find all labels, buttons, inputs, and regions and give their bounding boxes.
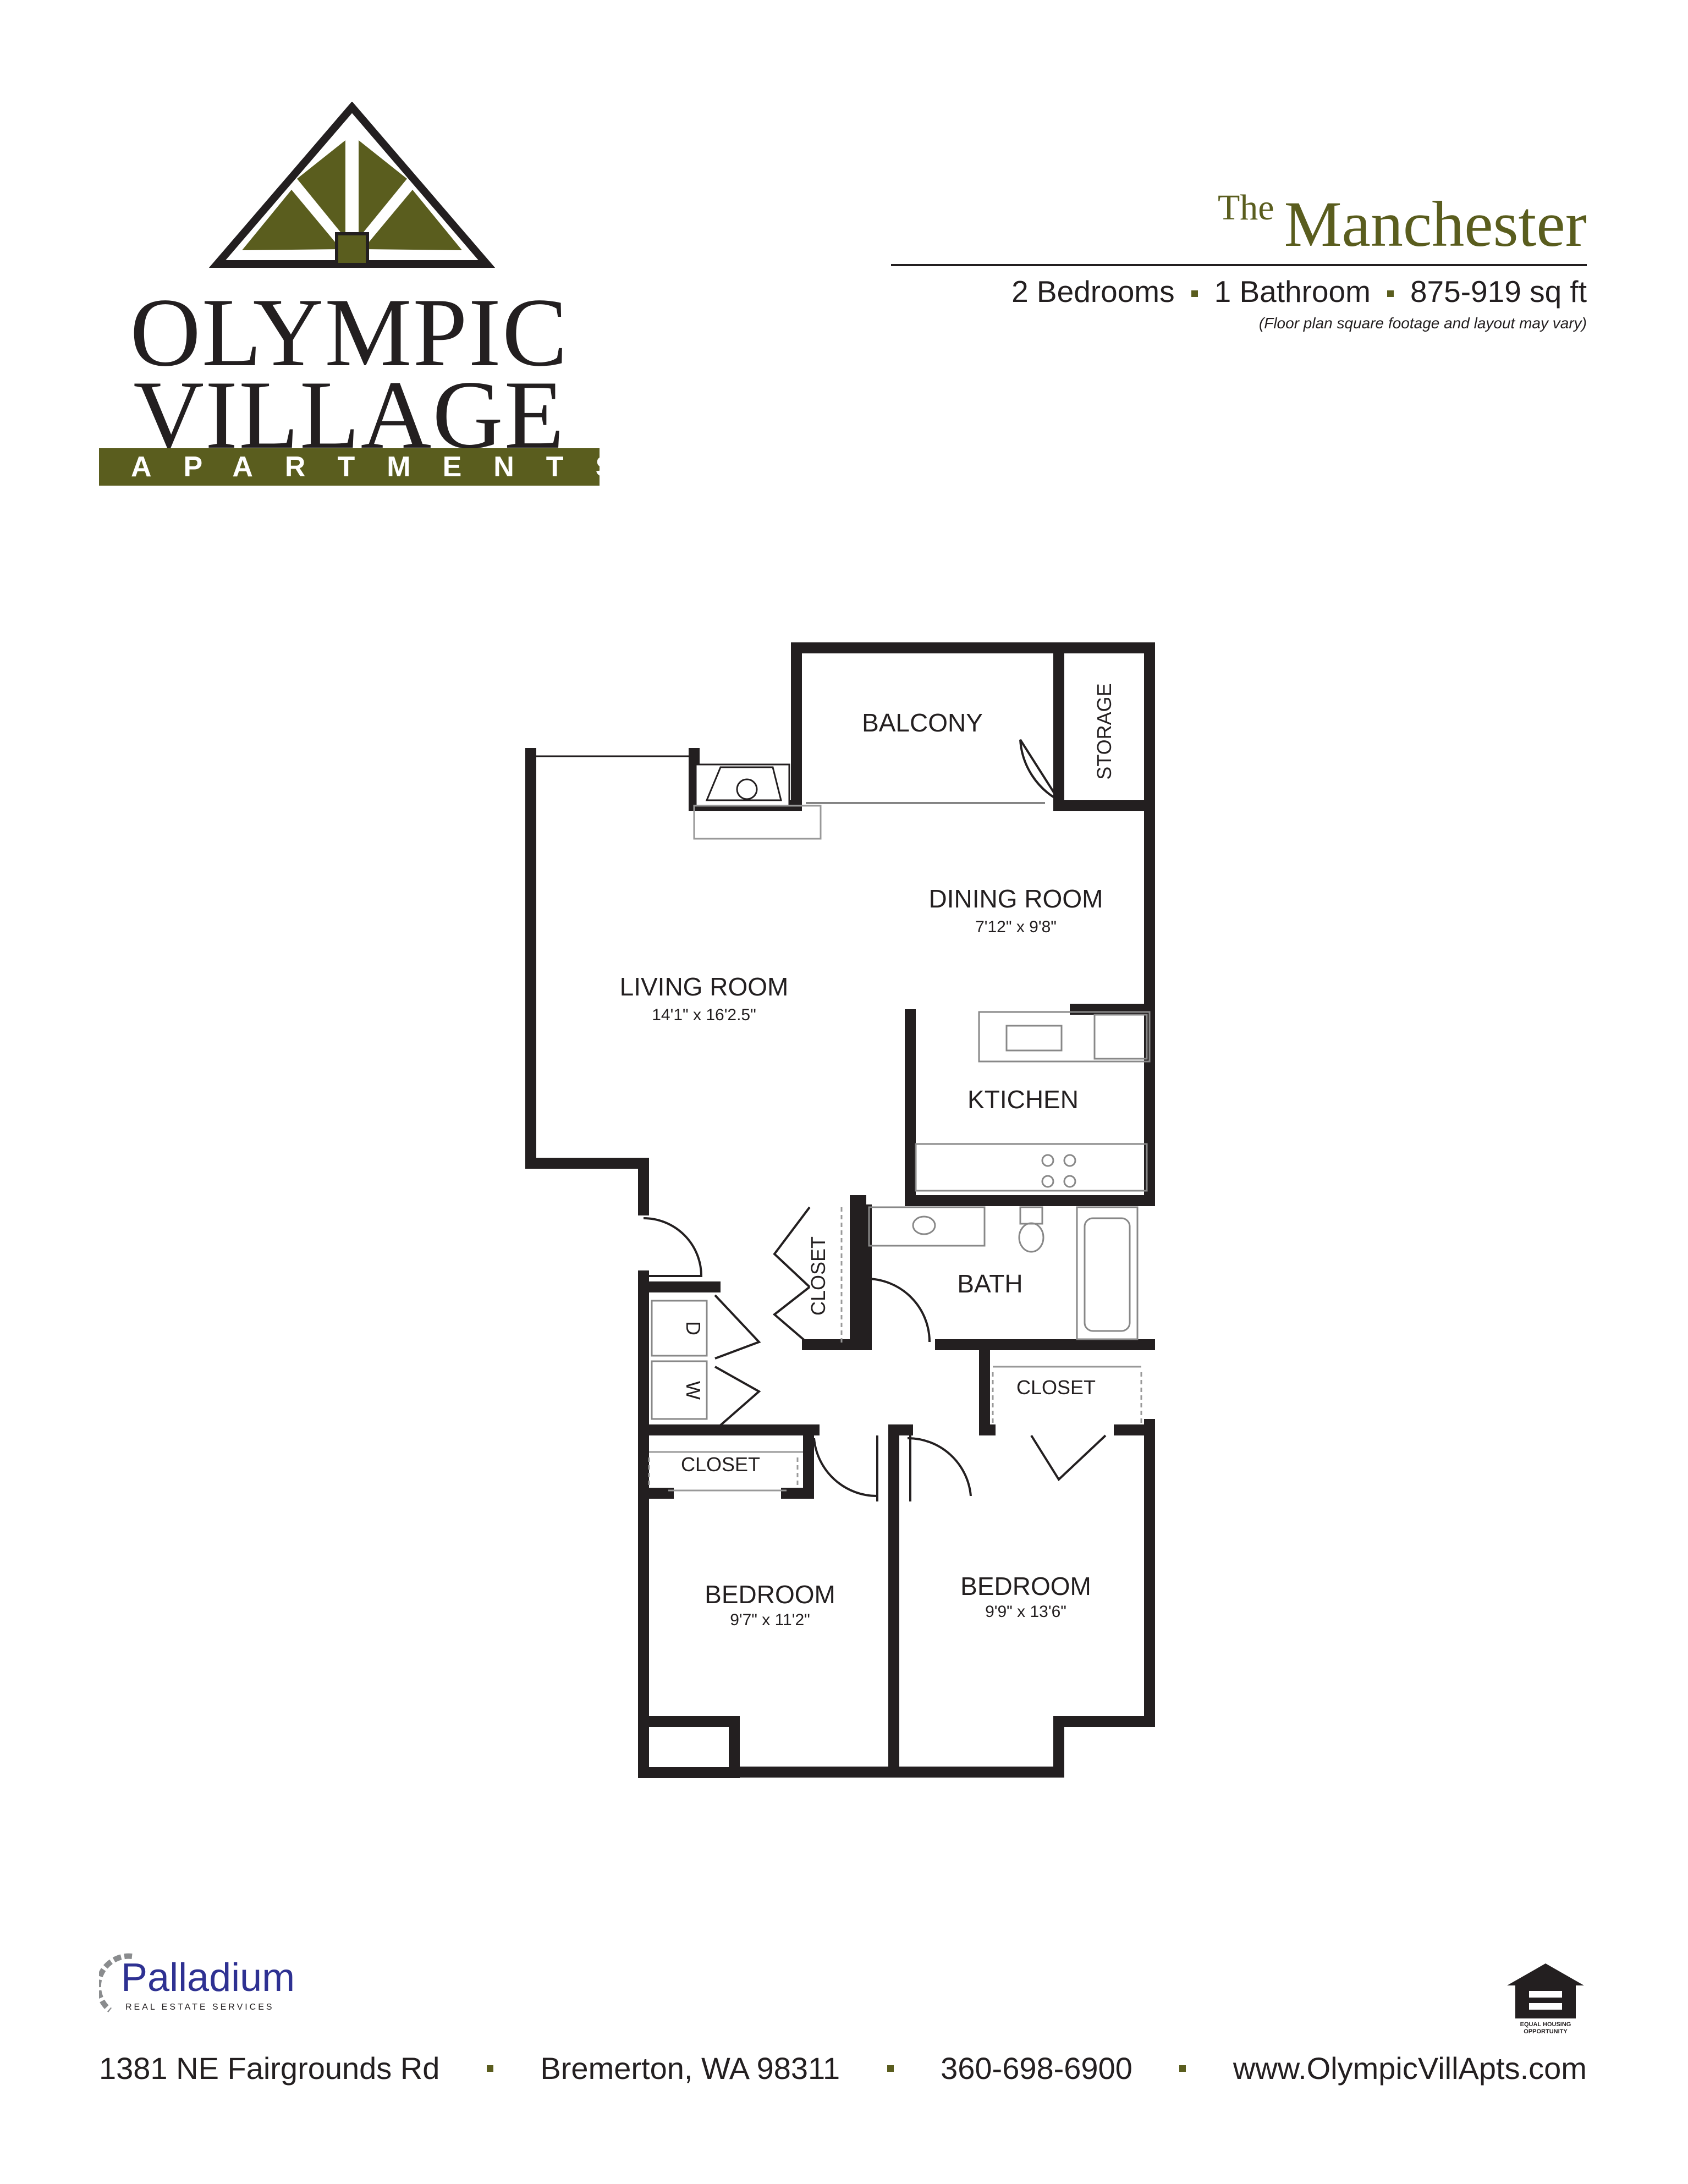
spec-area: 875-919 sq ft [1410, 274, 1587, 309]
dims-bedroom1: 9'7" x 11'2" [730, 1611, 810, 1629]
dims-living-room: 14'1" x 16'2.5" [652, 1006, 756, 1024]
olympic-village-logo: OLYMPIC VILLAGE APARTMENTS [99, 102, 614, 487]
label-bedroom1: BEDROOM [705, 1580, 835, 1609]
bullet-separator [887, 2065, 894, 2072]
exterior-wall [638, 1270, 740, 1778]
label-bedroom2-closet: CLOSET [1016, 1376, 1096, 1399]
equal-housing-icon [1507, 1963, 1584, 2018]
title-prefix: The [1217, 188, 1274, 228]
title-divider [891, 264, 1587, 266]
dims-dining-room: 7'12" x 9'8" [975, 918, 1057, 936]
spec-bathrooms: 1 Bathroom [1214, 274, 1371, 309]
label-bedroom2: BEDROOM [960, 1572, 1091, 1600]
title-name: Manchester [1284, 188, 1587, 260]
palladium-tagline: REAL ESTATE SERVICES [125, 2003, 274, 2012]
logo-line-olympic: OLYMPIC [130, 278, 569, 387]
bath-wall [802, 1195, 861, 1350]
spec-disclaimer: (Floor plan square footage and layout ma… [1258, 315, 1587, 332]
label-kitchen: KTICHEN [967, 1085, 1079, 1114]
kitchen-wall [905, 1009, 1155, 1206]
bullet-separator [1191, 290, 1198, 298]
footer-address: 1381 NE Fairgrounds Rd [99, 2051, 440, 2086]
equal-housing-label: EQUAL HOUSING OPPORTUNITY [1520, 2021, 1571, 2035]
bullet-separator [486, 2065, 493, 2072]
contact-footer: 1381 NE Fairgrounds Rd Bremerton, WA 983… [99, 2050, 1587, 2086]
label-washer: W [682, 1381, 705, 1400]
label-balcony: BALCONY [862, 708, 983, 737]
palladium-logo: Palladium REAL ESTATE SERVICES [99, 1950, 308, 2021]
palladium-name: Palladium [121, 1956, 295, 2000]
bullet-separator [1387, 290, 1394, 298]
label-storage: STORAGE [1093, 683, 1115, 779]
logo-roof-mark [209, 102, 495, 268]
footer-city: Bremerton, WA 98311 [540, 2051, 840, 2086]
label-dryer: D [682, 1321, 705, 1335]
unit-specs: 2 Bedrooms 1 Bathroom 875-919 sq ft [1011, 274, 1587, 309]
dims-bedroom2: 9'9" x 13'6" [985, 1603, 1066, 1621]
label-bedroom1-closet: CLOSET [681, 1453, 760, 1476]
label-hall-closet: CLOSET [807, 1236, 829, 1316]
spec-bedrooms: 2 Bedrooms [1011, 274, 1175, 309]
footer-website-link[interactable]: www.OlympicVillApts.com [1233, 2051, 1587, 2086]
exterior-wall [525, 748, 649, 1215]
footer-phone[interactable]: 360-698-6900 [941, 2051, 1132, 2086]
bullet-separator [1179, 2065, 1186, 2072]
closet-wall [979, 1339, 996, 1435]
palladium-swirl-icon [99, 1953, 133, 2012]
exterior-wall [1053, 1419, 1155, 1727]
label-dining-room: DINING ROOM [929, 884, 1103, 913]
closet-wall [781, 1424, 814, 1499]
equal-housing-logo: EQUAL HOUSING OPPORTUNITY [1504, 1961, 1587, 2038]
logo-line-village: VILLAGE [133, 360, 565, 469]
logo-apartments-bar: APARTMENTS [99, 448, 614, 486]
label-living-room: LIVING ROOM [620, 972, 789, 1001]
label-bath: BATH [957, 1269, 1022, 1298]
